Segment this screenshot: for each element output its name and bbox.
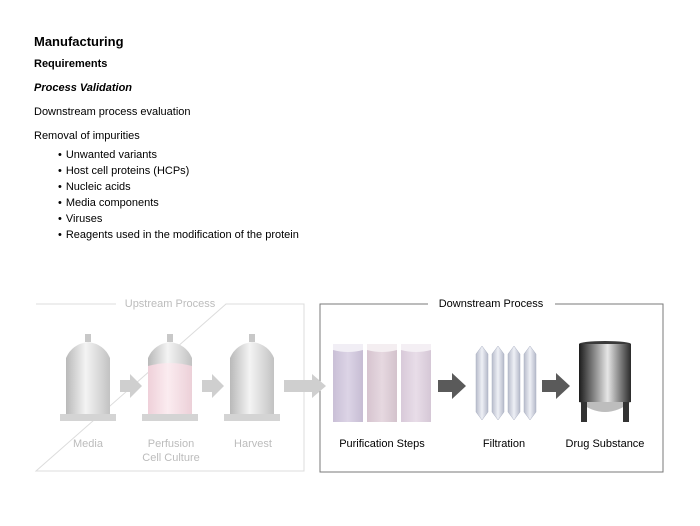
downstream-evaluation-text: Downstream process evaluation bbox=[34, 106, 191, 118]
upstream-process-title: Upstream Process bbox=[125, 298, 216, 310]
removal-impurities-heading: Removal of impurities bbox=[34, 130, 140, 142]
purification-columns-icon bbox=[333, 344, 431, 422]
downstream-process-title: Downstream Process bbox=[439, 298, 544, 310]
list-item: Nucleic acids bbox=[58, 179, 299, 195]
step-label-cell-culture: Cell Culture bbox=[142, 452, 199, 464]
list-item: Host cell proteins (HCPs) bbox=[58, 163, 299, 179]
arrow-icon bbox=[202, 374, 224, 398]
requirements-heading: Requirements bbox=[34, 58, 108, 70]
downstream-process-box: Downstream Process bbox=[319, 298, 664, 473]
step-label-drug-substance: Drug Substance bbox=[566, 438, 645, 450]
step-label-perfusion: Perfusion bbox=[148, 438, 194, 450]
step-label-purification: Purification Steps bbox=[339, 438, 425, 450]
drug-substance-tank-icon bbox=[579, 341, 631, 422]
page-title: Manufacturing bbox=[34, 34, 124, 49]
list-item: Unwanted variants bbox=[58, 147, 299, 163]
step-label-media: Media bbox=[73, 438, 104, 450]
perfusion-tank-icon bbox=[142, 334, 198, 421]
process-validation-heading: Process Validation bbox=[34, 82, 133, 94]
harvest-tank-icon bbox=[224, 334, 280, 421]
list-item: Media components bbox=[58, 195, 299, 211]
impurities-list: Unwanted variants Host cell proteins (HC… bbox=[58, 147, 299, 243]
list-item: Reagents used in the modification of the… bbox=[58, 227, 299, 243]
arrow-icon bbox=[542, 373, 570, 399]
list-item: Viruses bbox=[58, 211, 299, 227]
arrow-icon bbox=[120, 374, 142, 398]
step-label-harvest: Harvest bbox=[234, 438, 272, 450]
arrow-icon bbox=[438, 373, 466, 399]
media-tank-icon bbox=[60, 334, 116, 421]
step-label-filtration: Filtration bbox=[483, 438, 525, 450]
arrow-icon bbox=[284, 374, 326, 398]
filtration-cartridges-icon bbox=[475, 345, 537, 421]
